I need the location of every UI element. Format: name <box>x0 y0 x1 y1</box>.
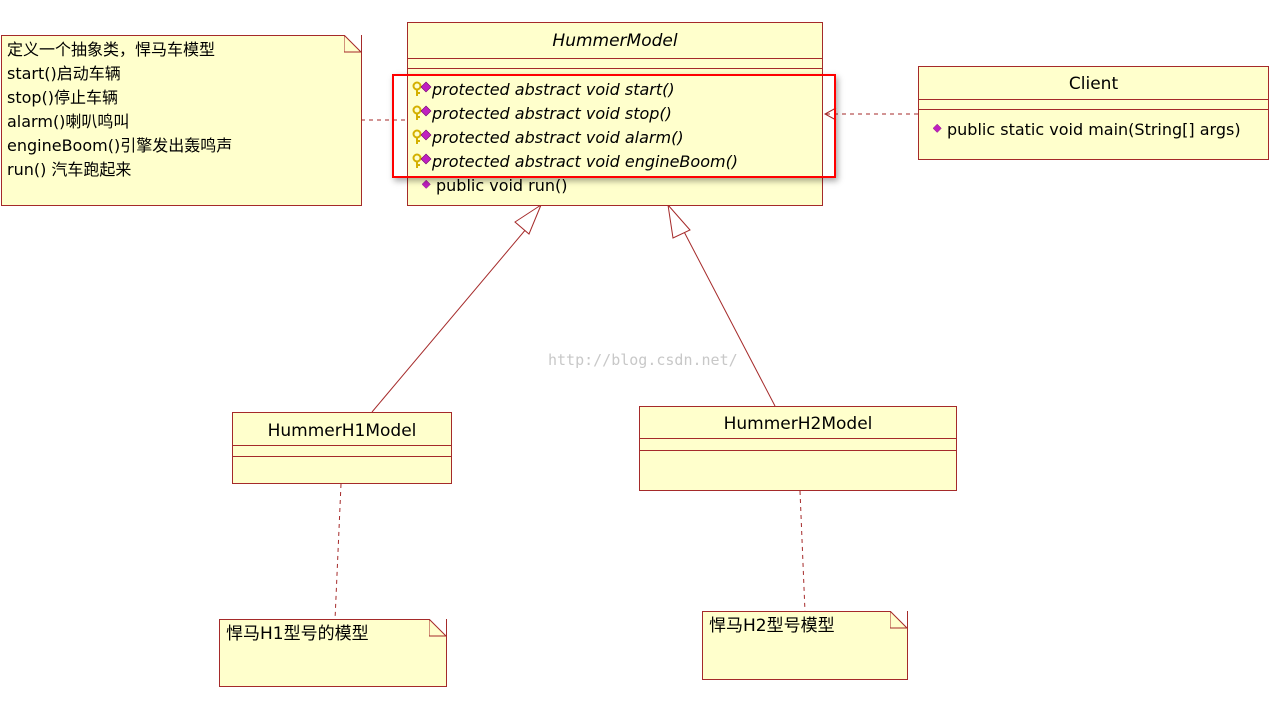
operation-engine-boom-label: protected abstract void engineBoom() <box>432 152 739 171</box>
method-icon <box>933 123 942 133</box>
operation-stop[interactable]: protected abstract void stop() <box>412 102 672 126</box>
class-hummer-h2-model-name: HummerH2Model <box>640 407 956 439</box>
operation-main-label: public static void main(String[] args) <box>947 120 1241 139</box>
note-h1: 悍马H1型号的模型 <box>219 619 447 687</box>
dependency-client-arrowhead <box>823 107 837 121</box>
generalization-h1-arrowhead <box>514 203 543 235</box>
operation-main[interactable]: public static void main(String[] args) <box>933 118 1241 142</box>
class-hummer-model-operations: protected abstract void start() protecte… <box>408 69 822 205</box>
class-hummer-h2-model[interactable]: HummerH2Model <box>639 406 957 491</box>
class-hummer-h1-model-operations <box>233 457 451 483</box>
class-client-name: Client <box>919 67 1268 100</box>
note-abstract-text: 定义一个抽象类，悍马车模型 start()启动车辆 stop()停止车辆 ala… <box>7 40 233 179</box>
operation-stop-label: protected abstract void stop() <box>432 104 672 123</box>
operation-engine-boom[interactable]: protected abstract void engineBoom() <box>412 150 738 174</box>
generalization-h1-line <box>371 221 533 413</box>
key-method-icon <box>412 153 432 168</box>
note-fold-icon <box>344 35 362 53</box>
highlight-abstract-methods <box>392 74 836 178</box>
class-hummer-h1-model-name: HummerH1Model <box>233 413 451 446</box>
operation-alarm[interactable]: protected abstract void alarm() <box>412 126 684 150</box>
key-method-icon <box>412 105 432 120</box>
class-hummer-model[interactable]: HummerModel protected abstract void star… <box>407 22 823 206</box>
note-h2-text: 悍马H2型号模型 <box>709 616 835 636</box>
note-anchor-h2 <box>799 490 806 613</box>
class-hummer-h1-model[interactable]: HummerH1Model <box>232 412 452 484</box>
operation-start[interactable]: protected abstract void start() <box>412 78 675 102</box>
generalization-h2-line <box>679 223 776 407</box>
class-client-attributes <box>919 100 1268 110</box>
operation-run-label: public void run() <box>436 176 568 195</box>
key-method-icon <box>412 81 432 96</box>
note-anchor-h1 <box>334 483 342 621</box>
class-client[interactable]: Client public static void main(String[] … <box>918 66 1269 160</box>
class-hummer-h2-model-operations <box>640 451 956 490</box>
class-hummer-h2-model-attributes <box>640 439 956 451</box>
note-h1-text: 悍马H1型号的模型 <box>226 624 369 644</box>
operation-start-label: protected abstract void start() <box>432 80 675 99</box>
key-method-icon <box>412 129 432 144</box>
class-client-operations: public static void main(String[] args) <box>919 110 1268 159</box>
note-abstract-class: 定义一个抽象类，悍马车模型 start()启动车辆 stop()停止车辆 ala… <box>1 35 362 206</box>
note-h2: 悍马H2型号模型 <box>702 611 908 680</box>
class-hummer-h1-model-attributes <box>233 446 451 457</box>
note-fold-icon <box>429 619 447 637</box>
watermark: http://blog.csdn.net/ <box>548 351 738 369</box>
generalization-h2-arrowhead <box>667 203 691 239</box>
method-icon <box>422 179 431 189</box>
class-hummer-model-attributes <box>408 59 822 69</box>
operation-run[interactable]: public void run() <box>422 174 568 198</box>
class-hummer-model-name: HummerModel <box>408 23 822 59</box>
note-fold-icon <box>890 611 908 629</box>
operation-alarm-label: protected abstract void alarm() <box>432 128 684 147</box>
